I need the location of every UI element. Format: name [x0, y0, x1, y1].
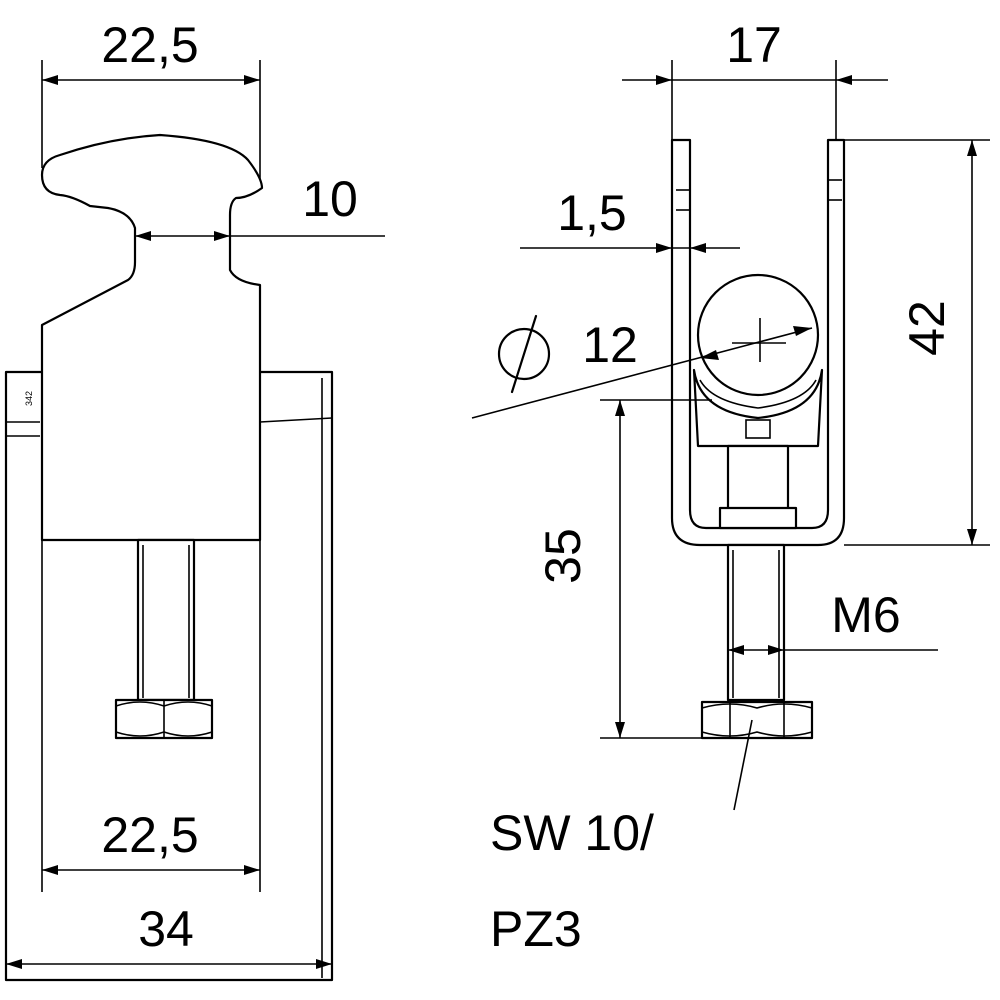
dim-overall-width: 34: [6, 901, 332, 969]
dim-label-thread: M6: [831, 587, 900, 643]
dim-label-overall-width: 34: [138, 901, 194, 957]
wrench-size-line2: PZ3: [490, 901, 582, 957]
dim-width-right: 17: [622, 17, 888, 140]
diameter-symbol-icon: [497, 327, 551, 381]
part-marking: 342: [24, 391, 34, 406]
dim-label-neck-width: 10: [302, 171, 358, 227]
wrench-size-line1: SW 10/: [490, 805, 654, 861]
side-view: 342 22,5 10: [4, 17, 385, 982]
screw-head: [718, 506, 798, 530]
inner-screw: [726, 444, 790, 512]
dim-label-diameter: 12: [582, 317, 638, 373]
dim-label-wall-thickness: 1,5: [557, 185, 627, 241]
pipe-circle: [696, 273, 820, 397]
dim-wall-thickness: 1,5: [520, 185, 740, 253]
dim-bottom-width: 22,5: [41, 540, 261, 892]
dim-height-overall: 42: [836, 139, 990, 546]
dim-label-height-overall: 42: [899, 300, 955, 356]
dim-label-width-right: 17: [726, 17, 782, 73]
dim-height-clamp: 35: [535, 399, 712, 739]
dim-label-height-clamp: 35: [535, 528, 591, 584]
clamp-body: [40, 133, 264, 542]
screw-shank-front: [726, 543, 786, 702]
dim-thread: M6: [728, 587, 938, 655]
dim-label-bottom-width: 22,5: [101, 807, 198, 863]
dim-neck-width: 10: [135, 171, 385, 241]
front-view: 17 1,5 12 42: [471, 17, 990, 957]
dim-diameter: 12: [471, 314, 813, 419]
screw-shank: [136, 538, 196, 702]
wrench-size-callout: SW 10/ PZ3: [490, 719, 753, 957]
dim-top-width: 22,5: [41, 17, 261, 180]
saddle: [692, 368, 824, 448]
u-strap: [670, 138, 846, 547]
dim-label-top-width: 22,5: [101, 17, 198, 73]
